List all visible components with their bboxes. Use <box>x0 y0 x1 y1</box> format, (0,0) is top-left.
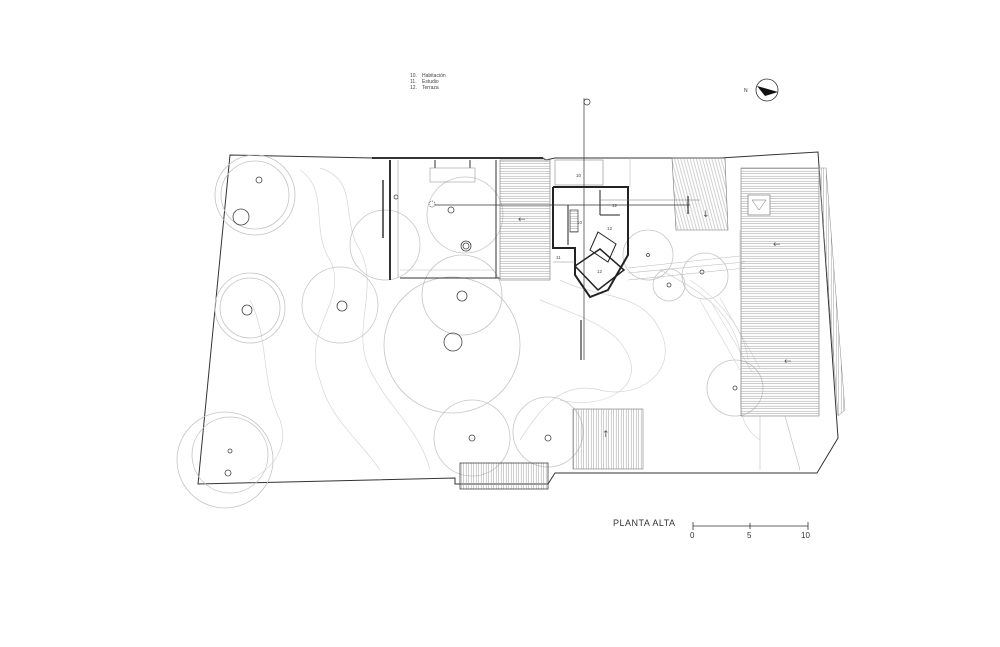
scale-tick-label: 0 <box>690 531 695 540</box>
room-number: 12 <box>607 226 613 231</box>
svg-text:↑: ↑ <box>602 430 610 440</box>
svg-text:←: ← <box>773 240 781 250</box>
plan-title: PLANTA ALTA <box>613 518 676 528</box>
scale-bar <box>692 522 809 530</box>
deck-left <box>499 159 551 281</box>
room-number: 10 <box>577 220 583 225</box>
svg-text:N: N <box>744 88 748 94</box>
tree-trunks <box>224 176 738 477</box>
legend-item: 12.Terraza <box>410 85 439 91</box>
skylight-mark <box>751 199 767 211</box>
roof-top-right <box>671 157 729 231</box>
room-number: 11 <box>556 255 561 260</box>
roof-east-edge <box>818 167 846 417</box>
scale-tick-label: 10 <box>801 531 810 540</box>
section-cut-line <box>430 98 690 360</box>
legend-item: 10.Habitación <box>410 73 446 79</box>
svg-text:↓: ↓ <box>702 210 710 220</box>
cut-marker-icon <box>428 98 591 208</box>
house-walls <box>552 159 629 299</box>
terrain-contours <box>249 167 761 481</box>
room-labels: 10 12 10 12 11 12 <box>556 173 618 274</box>
direction-arrow-icon: ← ↓ ← ← ↑ <box>518 210 792 440</box>
scale-tick-label: 5 <box>747 531 752 540</box>
skylight <box>747 194 771 216</box>
room-number: 10 <box>576 173 582 178</box>
garden-lines <box>600 158 801 471</box>
legend-item: 11.Estudio <box>410 79 439 85</box>
room-number: 12 <box>612 203 618 208</box>
legend: 10.Habitación 11.Estudio 12.Terraza <box>410 73 446 91</box>
entry-steps <box>459 462 549 490</box>
roof-south <box>572 408 644 470</box>
svg-text:←: ← <box>518 215 526 225</box>
terrace-frame <box>372 157 543 280</box>
svg-text:←: ← <box>784 357 792 367</box>
site-boundary <box>197 151 839 485</box>
room-number: 12 <box>597 269 603 274</box>
north-arrow-icon: N <box>744 78 779 102</box>
